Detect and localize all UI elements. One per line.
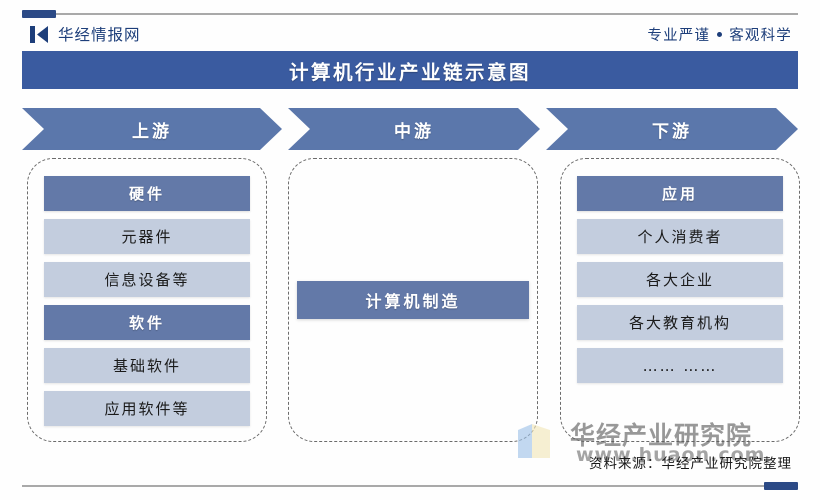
- top-divider: [22, 13, 798, 15]
- downstream-cell-individual-consumers: 个人消费者: [577, 219, 783, 254]
- downstream-cell-education-institutions: 各大教育机构: [577, 305, 783, 340]
- midstream-cell-stack: 计算机制造: [289, 281, 537, 319]
- brand: 华经情报网: [30, 18, 141, 50]
- downstream-cell-application: 应用: [577, 176, 783, 211]
- tagline: 专业严谨 客观科学: [647, 18, 792, 50]
- source-note: 资料来源：华经产业研究院整理: [589, 456, 792, 472]
- bottom-divider-accent: [764, 482, 798, 490]
- title-bar: 计算机行业产业链示意图: [22, 51, 798, 89]
- page-title: 计算机行业产业链示意图: [288, 60, 531, 84]
- upstream-cell-hardware: 硬件: [44, 176, 250, 211]
- tagline-left: 专业严谨: [647, 27, 711, 44]
- upstream-cell-application-software: 应用软件等: [44, 391, 250, 426]
- downstream-cell-stack: 应用 个人消费者 各大企业 各大教育机构 …… ……: [577, 176, 783, 383]
- stage-label-upstream: 上游: [132, 121, 172, 142]
- stage-banner-midstream: 中游: [288, 108, 540, 150]
- stage-banner-row: 上游 中游 下游: [22, 108, 798, 150]
- top-divider-accent: [22, 10, 56, 18]
- upstream-cell-info-equipment: 信息设备等: [44, 262, 250, 297]
- page-header: 华经情报网 专业严谨 客观科学: [0, 18, 820, 50]
- panel-downstream: 应用 个人消费者 各大企业 各大教育机构 …… ……: [560, 158, 800, 442]
- brand-name: 华经情报网: [58, 26, 141, 44]
- upstream-cell-stack: 硬件 元器件 信息设备等 软件 基础软件 应用软件等: [44, 176, 250, 426]
- tagline-right: 客观科学: [729, 27, 792, 44]
- stage-banner-upstream: 上游: [22, 108, 282, 150]
- midstream-cell-computer-manufacturing: 计算机制造: [297, 281, 529, 319]
- bar-triangle-logo-icon: [30, 25, 48, 43]
- bottom-divider: [22, 485, 798, 487]
- upstream-cell-components: 元器件: [44, 219, 250, 254]
- tagline-separator-dot: [717, 31, 723, 37]
- stage-banner-downstream: 下游: [546, 108, 798, 150]
- stage-label-downstream: 下游: [652, 121, 692, 142]
- upstream-cell-software: 软件: [44, 305, 250, 340]
- upstream-cell-basic-software: 基础软件: [44, 348, 250, 383]
- downstream-cell-others: …… ……: [577, 348, 783, 383]
- stage-label-midstream: 中游: [394, 121, 434, 142]
- panel-midstream: 计算机制造: [288, 158, 538, 442]
- panel-upstream: 硬件 元器件 信息设备等 软件 基础软件 应用软件等: [27, 158, 267, 442]
- downstream-cell-enterprises: 各大企业: [577, 262, 783, 297]
